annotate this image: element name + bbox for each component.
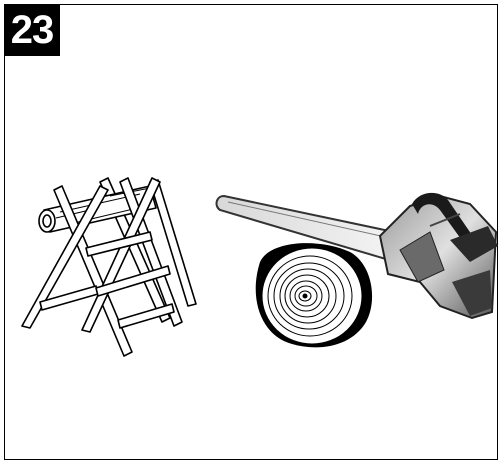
chainsaw-icon xyxy=(215,192,498,320)
log-cross-section-icon xyxy=(255,243,373,348)
sawhorse-with-log-icon xyxy=(21,177,197,357)
step-number-badge: 23 xyxy=(4,4,60,56)
